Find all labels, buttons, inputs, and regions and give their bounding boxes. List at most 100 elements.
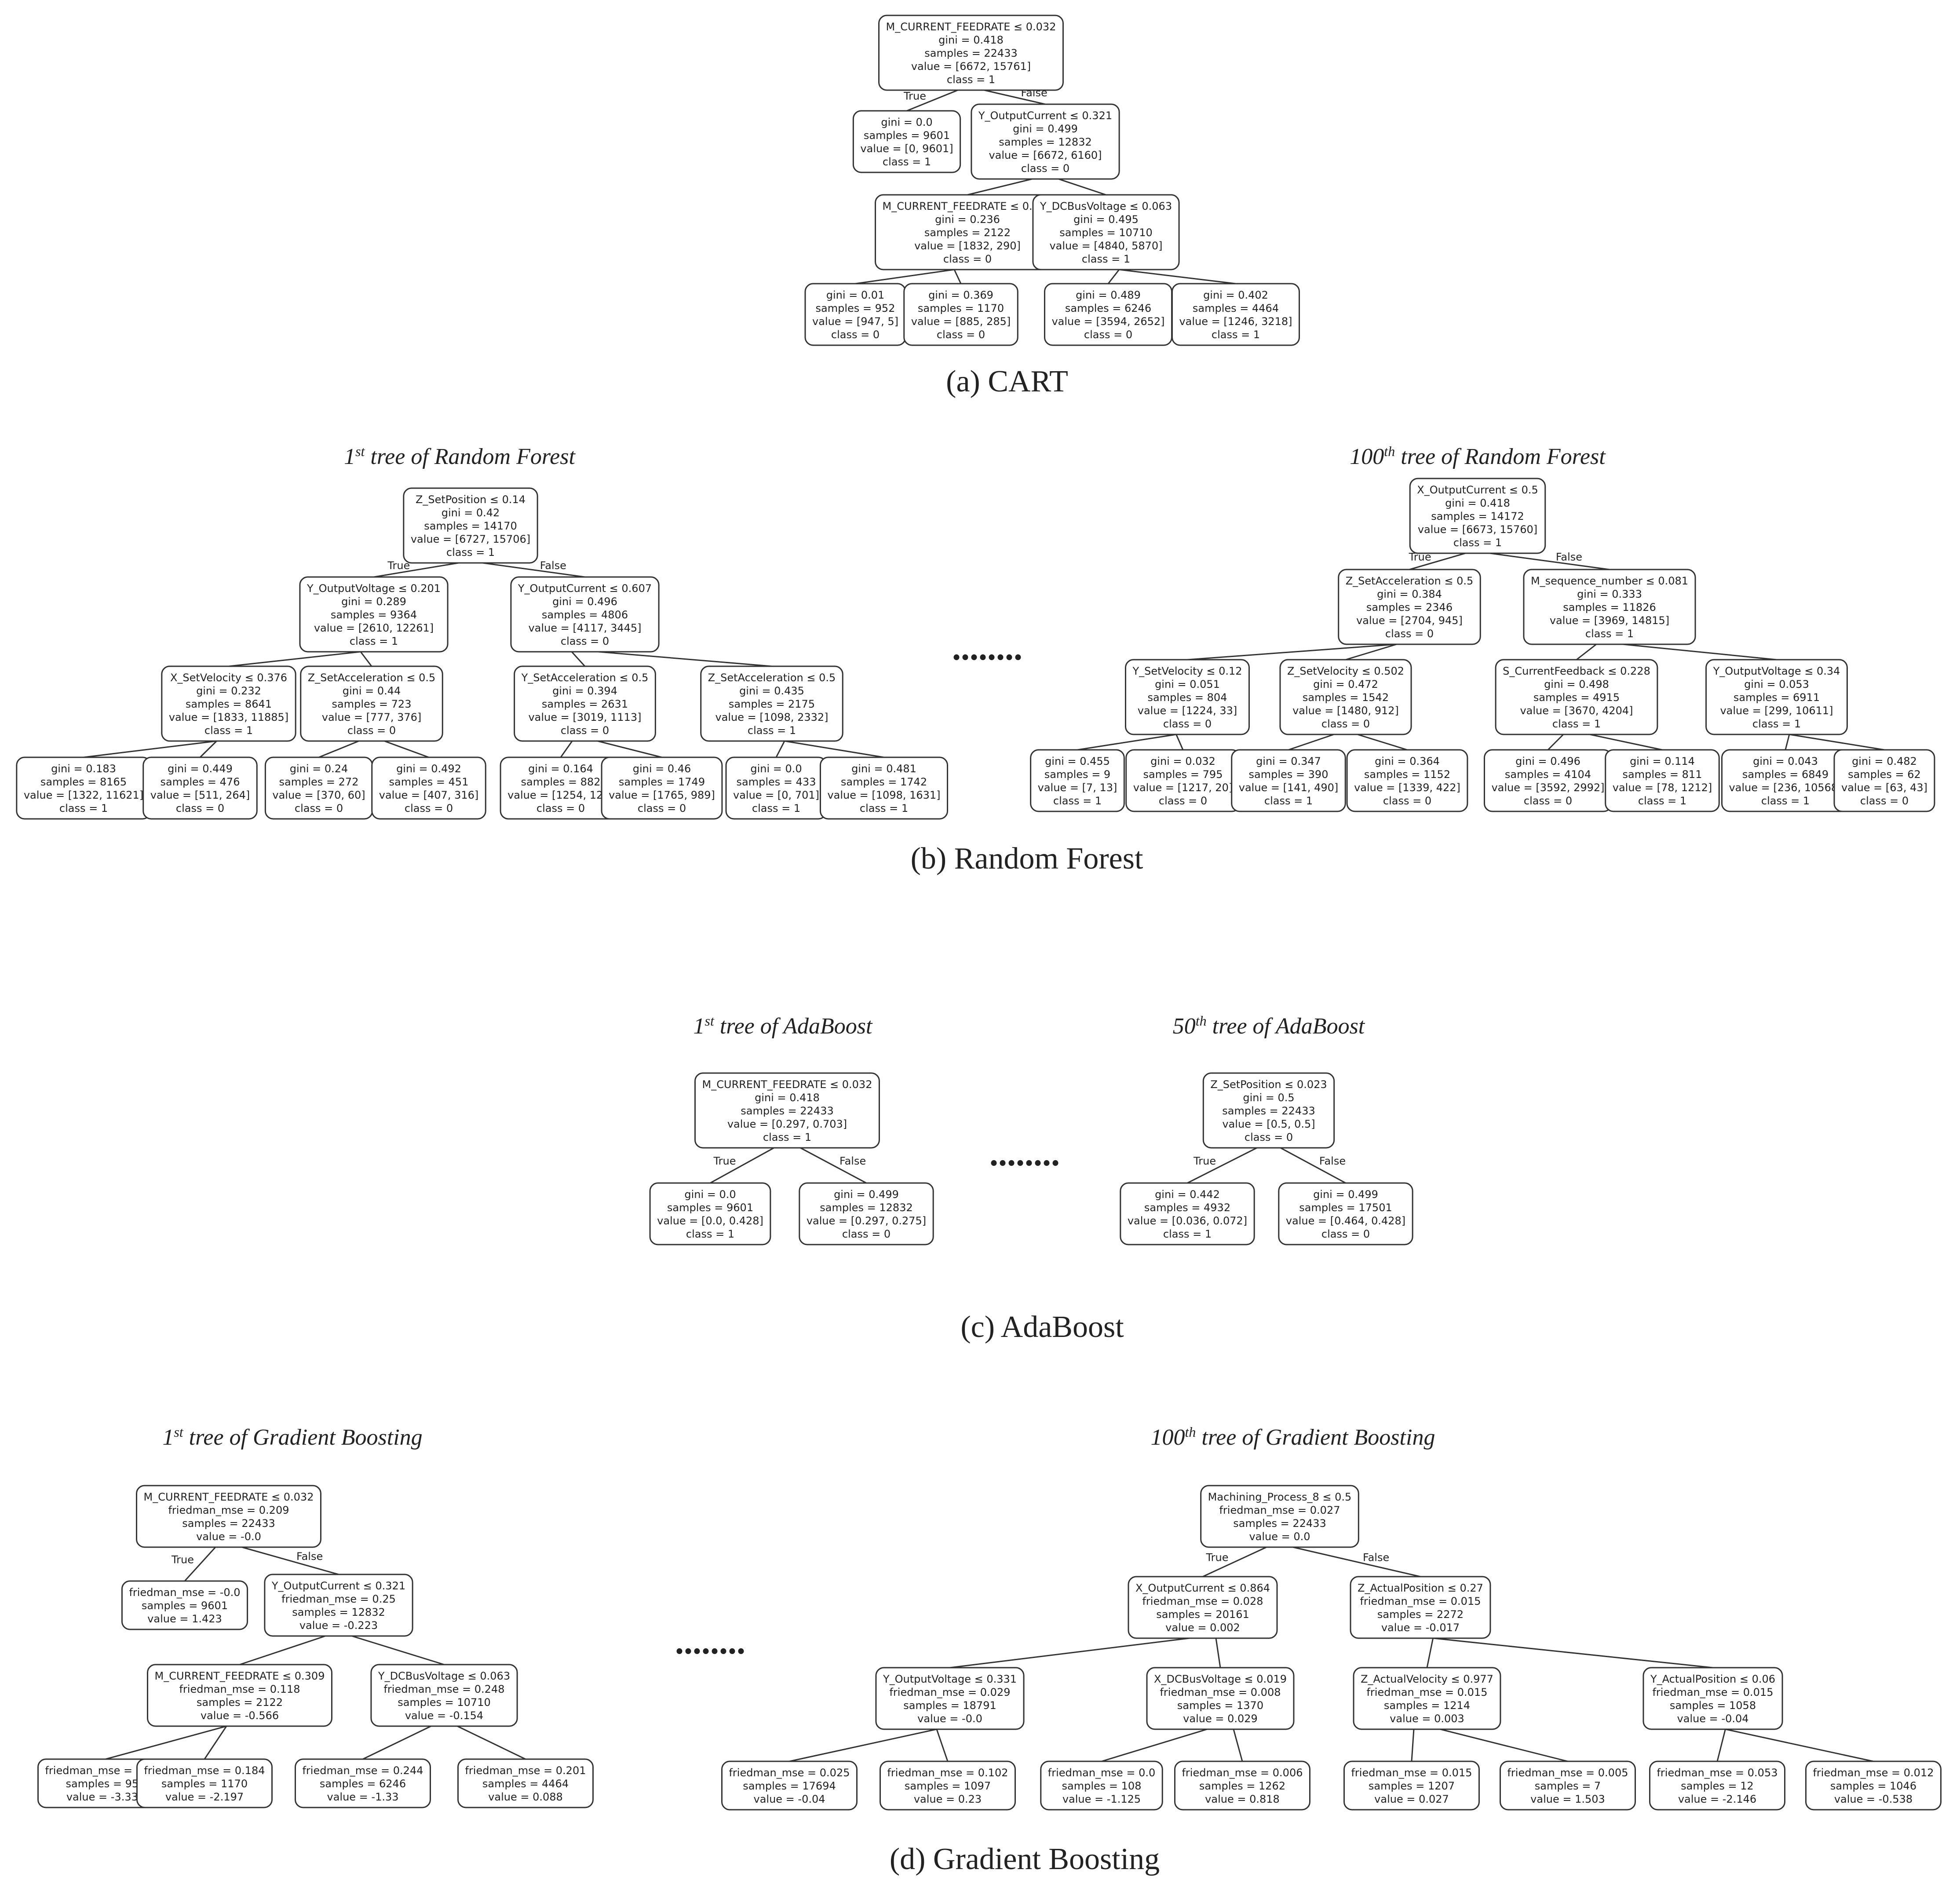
caption-random-forest: (b) Random Forest [911,842,1143,876]
node-box [721,1760,858,1811]
ellipsis-random-forest: ........ [952,629,1022,668]
node-box [971,103,1120,180]
tree-edge [597,740,662,758]
edge-label-false: False [1363,1552,1389,1564]
tree-edge [1215,1638,1221,1668]
tree-edge [1077,734,1176,751]
tree-edge [1440,1728,1568,1762]
tree-edge [936,1729,949,1762]
tree-edge [1622,643,1777,661]
node-box [1346,749,1468,812]
node-box [1353,1667,1501,1730]
tree-edge [784,740,884,758]
tree-title-rf100: 100th tree of Random Forest [1350,443,1606,469]
node-box [294,1758,431,1808]
node-box [1200,1485,1359,1548]
node-box [1278,1182,1413,1245]
node-box [1202,1072,1335,1149]
node-box [1338,569,1481,645]
tree-edge [1202,1546,1267,1578]
node-box [1495,659,1658,735]
node-box [694,1072,880,1149]
node-box [819,756,949,820]
node-box [649,1182,771,1245]
tree-edge [984,89,1046,105]
caption-cart: (a) CART [946,365,1068,398]
node-box [514,665,656,742]
node-box [1705,659,1848,735]
tree-edge [362,1725,431,1760]
node-box [903,283,1018,346]
edge-label-true: True [1193,1155,1216,1167]
node-box [700,665,843,742]
edge-label-false: False [839,1155,866,1167]
tree-edge [1345,643,1397,661]
node-box [1030,749,1125,812]
node-box [136,1758,273,1808]
caption-gradient-boosting: (d) Gradient Boosting [890,1842,1160,1876]
tree-edge [598,651,772,667]
ellipsis-adaboost: ........ [989,1135,1060,1173]
edge-label-true: True [1206,1552,1229,1564]
node-box [799,1182,934,1245]
node-box [875,1667,1025,1730]
tree-edge [199,740,217,758]
tree-edge [384,740,429,758]
tree-edge [228,651,361,667]
tree-edge [1058,178,1106,196]
node-box [1124,659,1250,735]
node-box [1032,194,1180,270]
node-box [1146,1667,1295,1730]
